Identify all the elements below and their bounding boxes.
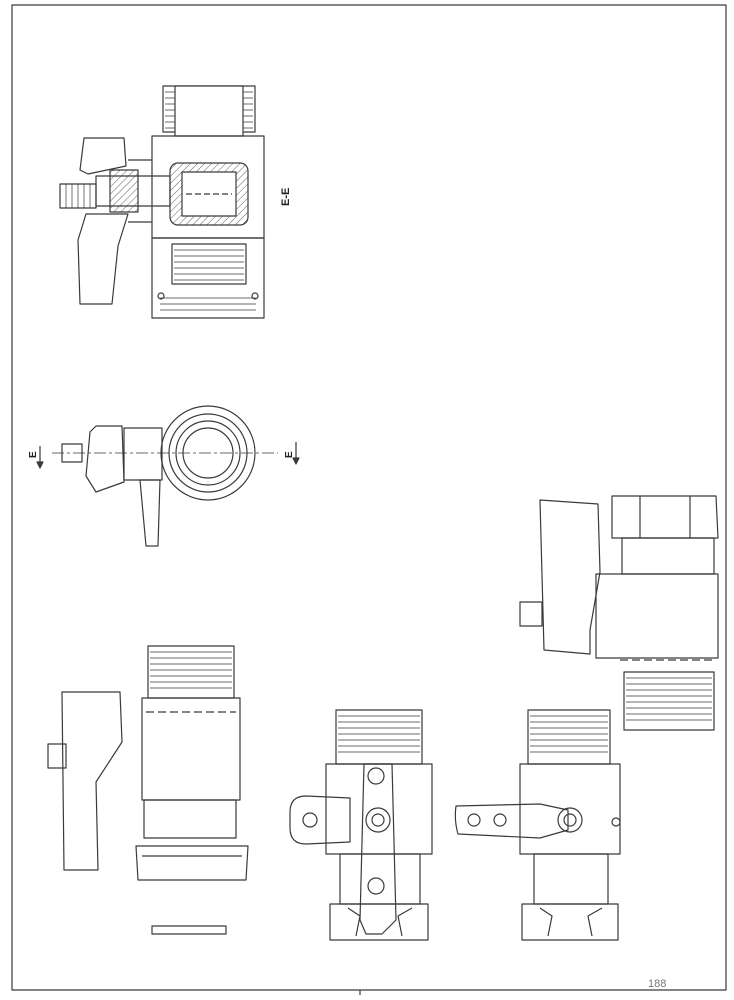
front-view-open-union-nut — [521, 903, 619, 941]
perspective-stem-nut — [519, 601, 543, 627]
top-view-handle — [85, 425, 125, 493]
front-view-stop-tab — [289, 795, 351, 845]
front-view-handle — [359, 763, 397, 935]
front-view-open-handle — [454, 803, 569, 839]
page-number: 188 — [648, 978, 667, 990]
section-bottom-thread — [171, 243, 247, 285]
section-view-e-e: E-E — [59, 85, 292, 319]
section-handle-lower — [77, 213, 129, 305]
side-view-top-thread — [147, 645, 235, 699]
perspective-body — [595, 573, 719, 659]
front-view-stem-nut — [365, 807, 391, 833]
perspective-view — [519, 495, 719, 731]
front-view-open-stem-nut — [557, 807, 583, 833]
drawing-frame — [11, 4, 727, 991]
top-view-stem-housing — [123, 427, 163, 481]
cut-marker-right: E — [284, 451, 295, 458]
section-title-label: E-E — [280, 188, 292, 206]
perspective-union-nut — [611, 495, 719, 539]
side-view — [47, 645, 249, 935]
section-union-nut — [151, 237, 265, 319]
front-view-top-thread — [335, 709, 423, 765]
cut-marker-left: E — [28, 451, 39, 458]
section-handle-upper — [79, 137, 127, 175]
side-view-stem-nut — [47, 743, 67, 769]
front-view-open-union-neck — [533, 853, 609, 905]
top-view-handle-lever — [139, 479, 161, 547]
side-view-union-neck — [143, 799, 237, 839]
front-view-open-body — [519, 763, 621, 855]
side-view-union-nut — [135, 845, 249, 881]
side-view-gasket — [151, 925, 227, 935]
side-view-handle — [61, 691, 123, 871]
perspective-bottom-thread — [623, 671, 715, 731]
top-view: E E — [28, 405, 300, 547]
perspective-handle — [539, 499, 601, 655]
side-view-body — [141, 697, 241, 801]
front-view-open-top-thread — [527, 709, 611, 765]
front-view-open — [454, 709, 621, 941]
front-view-union-nut — [329, 903, 429, 941]
front-view-closed — [289, 709, 433, 941]
front-view-body — [325, 763, 433, 855]
perspective-union-neck — [621, 537, 715, 575]
